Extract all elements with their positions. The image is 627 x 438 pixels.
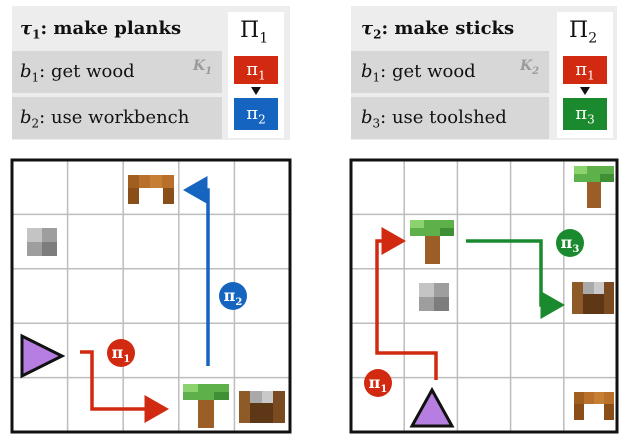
toolshed-icon	[572, 282, 614, 314]
toolshed-icon	[239, 391, 285, 423]
pi3-badge-right	[556, 229, 584, 257]
policy-set-label-right: Π2	[569, 18, 598, 47]
agent-triangle-icon	[20, 333, 66, 379]
behavior-row-2-left	[12, 97, 222, 139]
behavior-label-left-2: b2: use workbench	[20, 107, 190, 131]
grid-left	[10, 158, 292, 434]
task-title-right: τ2: make sticks	[361, 18, 515, 42]
behavior-label-right-2: b3: use toolshed	[361, 107, 507, 131]
stone-icon	[419, 283, 449, 311]
path-pi1-right	[375, 227, 438, 380]
tree-icon	[183, 384, 229, 428]
behavior-row-2-right	[351, 97, 549, 139]
arrow-down-icon	[580, 87, 590, 95]
policy-pi2-box-left: π2	[234, 98, 278, 130]
path-pi3-right	[466, 239, 565, 319]
tree-icon	[574, 166, 614, 208]
path-pi1-left	[80, 350, 169, 423]
task-panel-left: τ1: make planks b1: get wood b2: use wor…	[12, 6, 290, 140]
pi2-badge-left	[219, 282, 247, 310]
pi1-badge-left	[107, 339, 135, 367]
behavior-row-1-left	[12, 51, 222, 93]
pi3-badge-label-right: π3	[560, 233, 580, 256]
pi1-badge-label-right: π1	[368, 373, 388, 396]
pi2-badge-label-left: π2	[223, 286, 243, 309]
k-badge-right: K2	[520, 58, 540, 77]
path-pi2-left	[183, 176, 210, 366]
workbench-icon	[574, 392, 614, 420]
behavior-label-left-1: b1: get wood	[20, 61, 135, 85]
agent-triangle-icon	[409, 386, 455, 428]
grid-right	[349, 158, 619, 434]
task-title-left: τ1: make planks	[20, 18, 182, 42]
task-panel-right: τ2: make sticks b1: get wood b3: use too…	[351, 6, 617, 140]
workbench-icon	[128, 175, 174, 204]
pi1-badge-right	[364, 369, 392, 397]
stone-icon	[27, 228, 57, 256]
behavior-row-1-right	[351, 51, 549, 93]
policy-pi1-box-left: π1	[234, 56, 278, 84]
policy-pi1-box-right: π1	[563, 56, 607, 84]
policy-pi3-box-right: π3	[563, 98, 607, 130]
behavior-label-right-1: b1: get wood	[361, 61, 476, 85]
pi1-badge-label-left: π1	[111, 343, 131, 366]
tree-icon	[410, 220, 454, 264]
k-badge-left: K1	[193, 58, 213, 77]
arrow-down-icon	[251, 87, 261, 95]
policy-set-label-left: Π1	[240, 18, 269, 47]
